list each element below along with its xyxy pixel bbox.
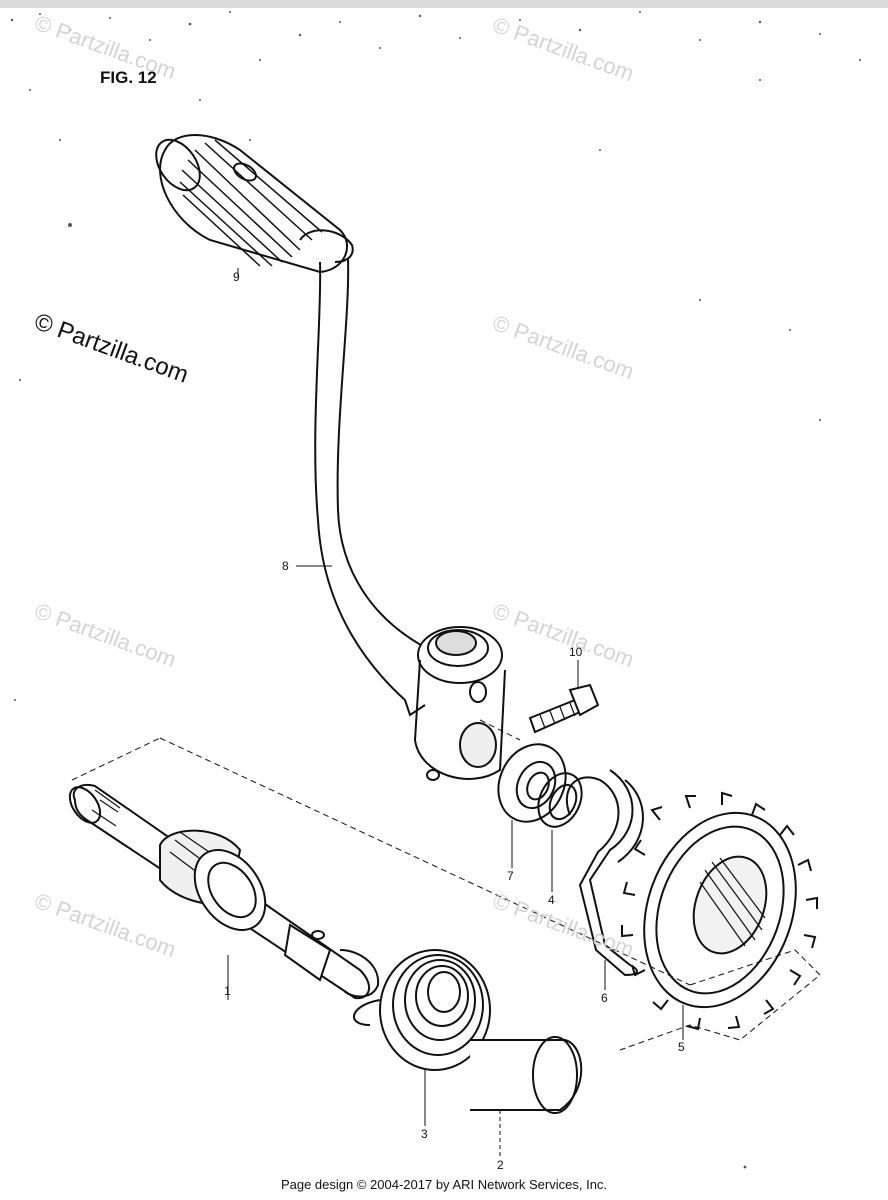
callout-10: 10 bbox=[569, 645, 583, 659]
callout-1: 1 bbox=[224, 984, 231, 998]
figure-label: FIG. 12 bbox=[100, 68, 157, 87]
callout-8: 8 bbox=[282, 559, 289, 573]
footer-copyright: Page design © 2004-2017 by ARI Network S… bbox=[280, 1177, 608, 1192]
callout-5: 5 bbox=[678, 1040, 685, 1054]
bolt bbox=[528, 683, 600, 734]
callout-9: 9 bbox=[233, 270, 240, 284]
callout-4: 4 bbox=[548, 893, 555, 907]
kick-arm bbox=[314, 257, 506, 781]
kick-shaft bbox=[68, 784, 380, 1000]
assembly-outline bbox=[71, 719, 821, 1051]
kick-spring bbox=[353, 949, 583, 1114]
callout-3: 3 bbox=[421, 1127, 428, 1141]
callout-6: 6 bbox=[601, 991, 608, 1005]
callout-7: 7 bbox=[507, 869, 514, 883]
scan-noise bbox=[0, 0, 888, 1169]
return-spring bbox=[565, 769, 644, 977]
callout-2: 2 bbox=[497, 1158, 504, 1172]
kick-grip bbox=[155, 134, 354, 274]
washer bbox=[497, 743, 567, 823]
kick-gear bbox=[621, 791, 818, 1031]
